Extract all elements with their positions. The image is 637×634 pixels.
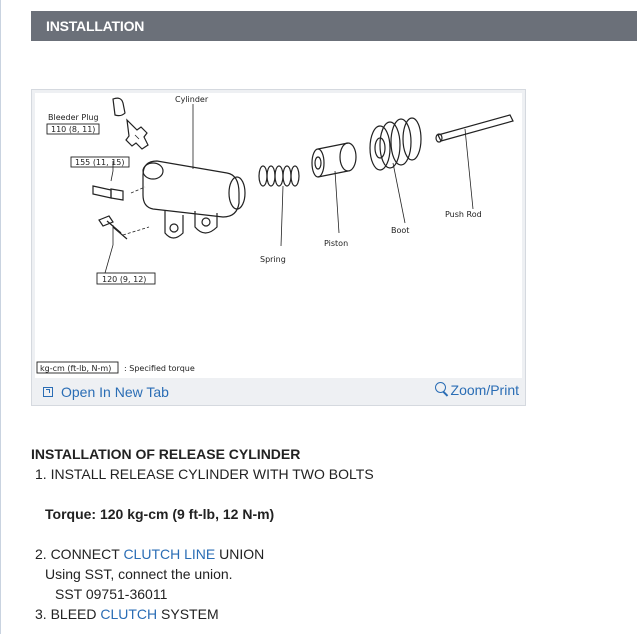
open-new-tab-label: Open In New Tab xyxy=(61,384,169,400)
bolt-shaft xyxy=(106,220,128,240)
torque-box-155 xyxy=(70,156,130,168)
step-2-suffix: UNION xyxy=(215,546,265,562)
step-1: 1. INSTALL RELEASE CYLINDER WITH TWO BOL… xyxy=(35,466,374,482)
piston-rear xyxy=(339,142,357,172)
exploded-diagram[interactable]: Cylinder Bleeder Plug 110 (8, 11) 155 (1… xyxy=(35,93,522,378)
label-cylinder: Cylinder xyxy=(175,95,209,104)
union-fitting-shaft xyxy=(92,185,112,199)
step-2-prefix: 2. CONNECT xyxy=(35,546,124,562)
torque-spec: Torque: 120 kg-cm (9 ft-lb, 12 N-m) xyxy=(45,506,275,522)
cylinder-mount-right xyxy=(194,211,218,234)
label-unit-desc: : Specified torque xyxy=(124,364,195,373)
label-torque-110: 110 (8, 11) xyxy=(51,125,95,134)
label-push-rod: Push Rod xyxy=(445,210,482,219)
union-fitting-head xyxy=(110,188,124,201)
procedure-content: INSTALLATION OF RELEASE CYLINDER 1. INST… xyxy=(31,444,621,624)
label-spring: Spring xyxy=(260,255,286,264)
left-border xyxy=(0,0,1,634)
section-header-title: INSTALLATION xyxy=(46,18,145,34)
magnifier-icon xyxy=(434,381,446,393)
zoom-print-link[interactable]: Zoom/Print xyxy=(434,381,519,398)
unit-legend-box xyxy=(36,361,119,374)
torque-box-110 xyxy=(46,123,100,135)
cylinder-mount-left xyxy=(164,211,184,239)
step-2-detail: Using SST, connect the union. xyxy=(45,566,233,582)
zoom-print-label: Zoom/Print xyxy=(450,382,519,398)
torque-box-120 xyxy=(96,272,156,285)
section-header: INSTALLATION xyxy=(31,11,637,41)
label-piston: Piston xyxy=(324,239,348,248)
step-3: 3. BLEED CLUTCH SYSTEM xyxy=(31,604,621,624)
cylinder-bore xyxy=(228,176,246,210)
bleeder-cap xyxy=(112,97,126,117)
step-2: 2. CONNECT CLUTCH LINE UNION xyxy=(31,544,621,564)
bleeder-plug xyxy=(125,118,149,150)
cylinder-body xyxy=(142,160,240,218)
step-3-suffix: SYSTEM xyxy=(157,606,219,622)
boot-bellows xyxy=(369,117,422,171)
release-cylinder-diagram: Cylinder Bleeder Plug 110 (8, 11) 155 (1… xyxy=(36,95,514,374)
open-external-icon xyxy=(43,387,53,397)
label-torque-120: 120 (9, 12) xyxy=(102,275,146,284)
step-2-sst: SST 09751-36011 xyxy=(55,586,168,602)
piston-front xyxy=(311,148,325,178)
spring-coils xyxy=(258,165,300,187)
label-boot: Boot xyxy=(391,226,409,235)
figure-footer: Open In New Tab Zoom/Print xyxy=(32,380,525,404)
open-new-tab-link[interactable]: Open In New Tab xyxy=(43,384,169,400)
figure-card: Cylinder Bleeder Plug 110 (8, 11) 155 (1… xyxy=(31,89,526,406)
clutch-line-link[interactable]: CLUTCH LINE xyxy=(123,546,216,562)
label-unit-box: kg-cm (ft-lb, N-m) xyxy=(40,364,111,373)
label-torque-155: 155 (11, 15) xyxy=(75,158,125,167)
push-rod xyxy=(437,114,514,142)
step-3-prefix: 3. BLEED xyxy=(35,606,101,622)
clutch-link[interactable]: CLUTCH xyxy=(100,606,158,622)
label-bleeder-plug: Bleeder Plug xyxy=(48,113,99,122)
procedure-title: INSTALLATION OF RELEASE CYLINDER xyxy=(31,446,301,462)
bolt-head xyxy=(98,215,114,227)
cylinder-port xyxy=(142,162,164,180)
